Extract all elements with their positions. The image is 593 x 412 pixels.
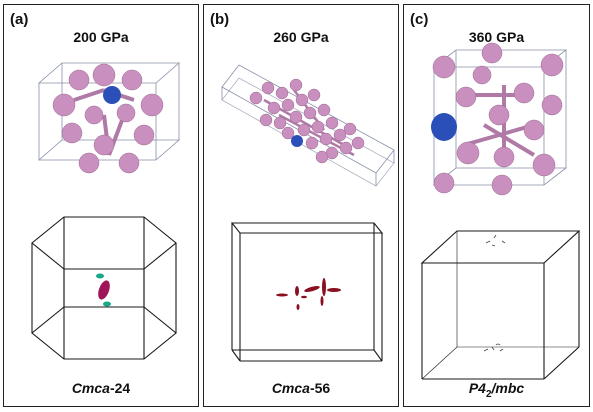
fermi-surface-a: [96, 273, 111, 307]
panel-letter-c: (c): [410, 11, 429, 28]
pressure-label-c: 360 GPa: [468, 29, 525, 45]
fermi-surface-c: [483, 234, 506, 352]
phase-label-a: Cmca-24: [71, 380, 131, 396]
crystal-structure-a: [31, 62, 181, 360]
phase-label-c: P42/mbc: [468, 380, 525, 400]
panel-a: (a) 200 GPa: [3, 4, 199, 407]
brillouin-zone-b: [230, 222, 384, 362]
crystal-structure-c: [420, 42, 581, 380]
panel-letter-a: (a): [10, 11, 29, 28]
dopant-atom-a: [103, 86, 121, 104]
dopant-atom-b: [291, 135, 303, 147]
brillouin-zone-c: [420, 230, 581, 380]
crystal-structure-b: [221, 64, 395, 362]
panel-letter-b: (b): [210, 11, 230, 28]
panel-b: (b) 260 GPa: [203, 4, 399, 407]
dopant-atom-c: [431, 113, 457, 141]
brillouin-zone-a: [31, 216, 177, 360]
phase-label-b: Cmca-56: [271, 380, 331, 396]
pressure-label-b: 260 GPa: [273, 29, 329, 45]
panel-c: (c) 360 GPa: [403, 4, 590, 407]
fermi-surface-b: [276, 278, 341, 310]
pressure-label-a: 200 GPa: [73, 29, 129, 45]
